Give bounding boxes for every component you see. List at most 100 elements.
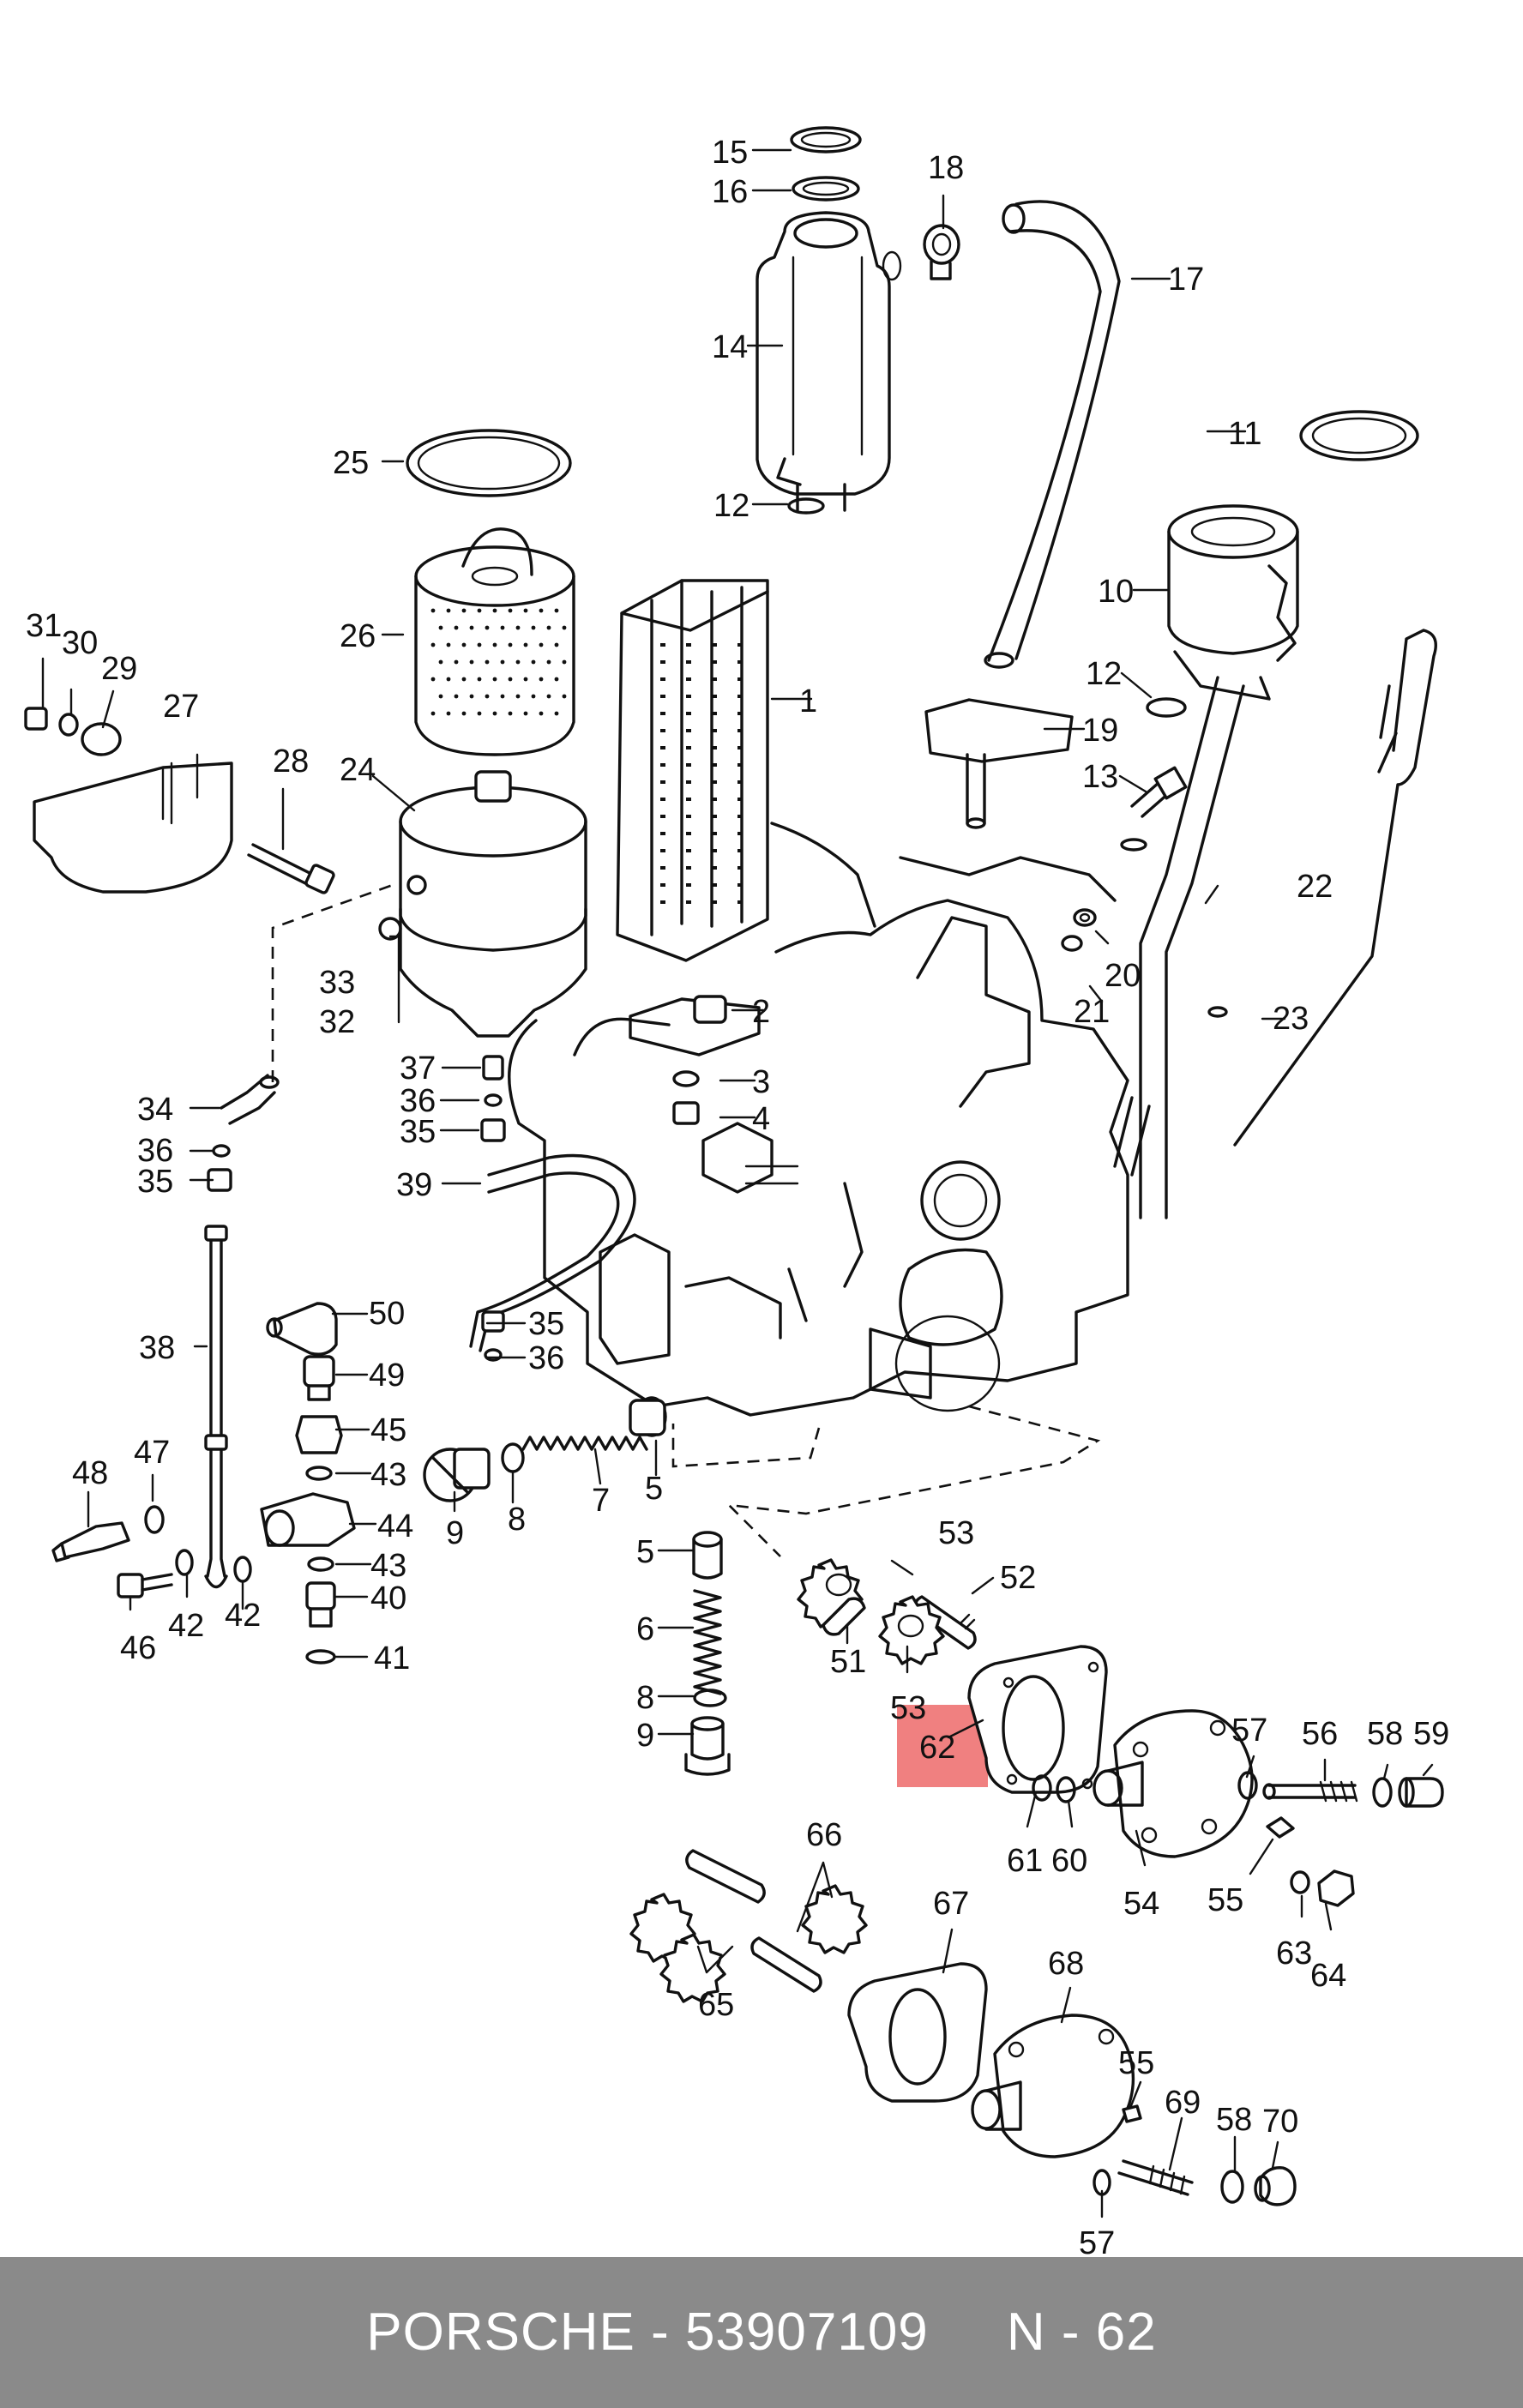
part-38-pressure-line xyxy=(204,1225,228,1589)
part-69-stud xyxy=(1117,2159,1194,2196)
callout-70: 70 xyxy=(1262,2104,1298,2140)
callout-19: 19 xyxy=(1082,713,1118,749)
callout-16: 16 xyxy=(712,174,748,210)
callout-33: 33 xyxy=(319,965,355,1001)
callout-48: 48 xyxy=(72,1455,108,1491)
callout-18: 18 xyxy=(928,150,964,186)
callout-51: 51 xyxy=(830,1644,866,1680)
callout-69: 69 xyxy=(1165,2085,1201,2121)
callout-45: 45 xyxy=(370,1412,406,1448)
callout-29: 29 xyxy=(101,651,137,687)
part-51-shaft xyxy=(822,1597,866,1636)
callout-42-a: 42 xyxy=(168,1608,204,1644)
part-61-washer xyxy=(1032,1774,1052,1802)
footer-bar: PORSCHE - 53907109 N - 62 xyxy=(0,2257,1523,2408)
callout-39: 39 xyxy=(396,1167,432,1203)
callout-6: 6 xyxy=(636,1611,654,1647)
part-19-bracket xyxy=(924,698,1074,829)
callout-52: 52 xyxy=(1000,1560,1036,1596)
callout-62: 62 xyxy=(919,1730,955,1766)
part-56-stud xyxy=(1262,1780,1358,1803)
part-67-gasket xyxy=(847,1962,988,2103)
callout-20: 20 xyxy=(1105,958,1141,994)
part-22-dipstick xyxy=(1233,629,1437,1147)
part-34-elbow xyxy=(220,883,394,1125)
callout-38: 38 xyxy=(139,1330,175,1366)
part-33-plug xyxy=(378,917,402,941)
callout-44: 44 xyxy=(377,1508,413,1544)
callout-50: 50 xyxy=(369,1296,405,1332)
part-48-sensor xyxy=(51,1521,130,1562)
part-12-o-ring-right xyxy=(1146,697,1187,718)
part-65-gear-and-shaft-b xyxy=(659,1933,726,2003)
callout-22: 22 xyxy=(1297,869,1333,905)
callout-27: 27 xyxy=(163,689,199,725)
callout-36-b: 36 xyxy=(137,1133,173,1169)
callout-42-b: 42 xyxy=(225,1598,261,1634)
assembly-guide-line-a xyxy=(671,1424,821,1468)
part-59-cap-nut xyxy=(1398,1777,1444,1808)
part-58-washer-upper xyxy=(1372,1777,1393,1808)
part-46-bolt xyxy=(117,1573,173,1598)
callout-26: 26 xyxy=(340,618,376,654)
callout-35-a: 35 xyxy=(400,1114,436,1150)
exploded-parts-diagram: 1 2 3 4 5 5 6 7 8 8 9 9 10 11 12 12 13 1… xyxy=(24,126,1449,2261)
part-41-washer xyxy=(305,1649,336,1665)
callout-30: 30 xyxy=(62,625,98,661)
part-55-pin-lower xyxy=(1122,2104,1142,2123)
assembly-guide-line-b xyxy=(725,1405,1101,1557)
callout-32: 32 xyxy=(319,1004,355,1040)
part-45-nut xyxy=(295,1415,343,1454)
part-3-o-ring xyxy=(672,1070,700,1087)
callout-34: 34 xyxy=(137,1092,173,1128)
callout-3: 3 xyxy=(752,1064,770,1100)
callout-40: 40 xyxy=(370,1580,406,1616)
callout-37: 37 xyxy=(400,1050,436,1087)
part-20-nut xyxy=(1073,908,1097,927)
callout-23: 23 xyxy=(1273,1001,1309,1037)
callout-31: 31 xyxy=(26,608,62,644)
callout-labels: 1 2 3 4 5 5 6 7 8 8 9 9 10 11 12 12 13 1… xyxy=(26,135,1449,2261)
part-31-nut xyxy=(24,707,48,731)
engine-crankcase xyxy=(508,822,1151,1417)
callout-53-upper: 53 xyxy=(938,1515,974,1551)
callout-36-c: 36 xyxy=(528,1340,564,1376)
callout-63: 63 xyxy=(1276,1935,1312,1972)
callout-8-lower: 8 xyxy=(636,1680,654,1716)
callout-54: 54 xyxy=(1123,1886,1159,1922)
highlight-part-62 xyxy=(897,1705,988,1787)
callout-25: 25 xyxy=(333,445,369,481)
callout-leader-lines xyxy=(41,148,1434,2218)
callout-35-c: 35 xyxy=(528,1306,564,1342)
callout-59: 59 xyxy=(1413,1716,1449,1752)
part-54-pump-cover xyxy=(1093,1709,1254,1858)
oil-filler-pipe xyxy=(1139,676,1245,1219)
part-36-washer-c xyxy=(484,1348,503,1362)
callout-65: 65 xyxy=(698,1987,734,2023)
callout-1: 1 xyxy=(799,683,817,719)
part-36-washer-b xyxy=(212,1144,231,1158)
part-68-pump-cover xyxy=(971,2014,1135,2158)
part-30-washer xyxy=(58,713,79,737)
part-44-banjo-fitting xyxy=(260,1492,356,1547)
callout-15: 15 xyxy=(712,135,748,171)
part-37-fitting xyxy=(482,1055,504,1081)
callout-58-upper: 58 xyxy=(1367,1716,1403,1752)
part-49-pressure-switch xyxy=(303,1355,335,1401)
part-29-rubber-grommet xyxy=(81,722,122,756)
part-12-o-ring-top xyxy=(787,497,825,515)
callout-7: 7 xyxy=(592,1483,610,1519)
part-13-bolt xyxy=(1130,766,1188,818)
part-36-washer-a xyxy=(484,1093,503,1107)
callout-55-lower: 55 xyxy=(1118,2045,1154,2081)
callout-5-upper: 5 xyxy=(645,1471,663,1507)
footer-part-number: PORSCHE - 53907109 N - 62 xyxy=(366,2303,1157,2362)
part-11-filler-seal xyxy=(1299,410,1419,461)
callout-2: 2 xyxy=(752,994,770,1030)
callout-58-lower: 58 xyxy=(1216,2102,1252,2138)
callout-8-upper: 8 xyxy=(508,1502,526,1538)
callout-53-lower: 53 xyxy=(890,1690,926,1726)
callout-49: 49 xyxy=(369,1358,405,1394)
callout-55-upper: 55 xyxy=(1207,1882,1243,1918)
